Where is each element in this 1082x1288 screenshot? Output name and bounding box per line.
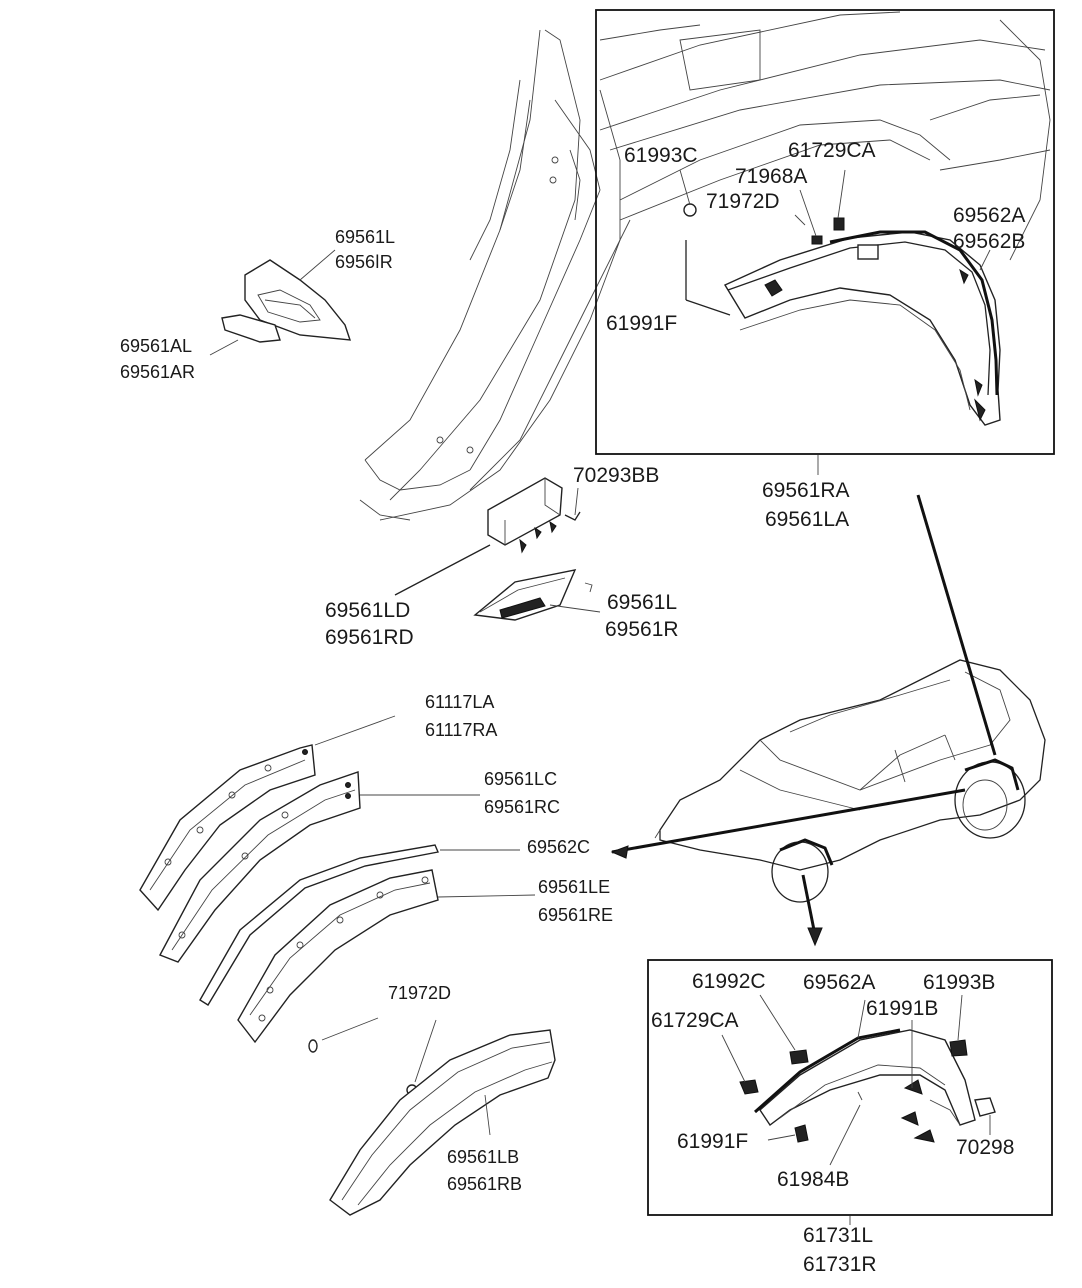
- label-61992c: 61992C: [692, 970, 766, 993]
- callout-labels: 69561L 6956ǀR 69561AL 69561AR 61993C 617…: [120, 139, 1025, 1276]
- label-69561rb: 69561RB: [447, 1174, 522, 1194]
- part-69561lc: [159, 771, 480, 963]
- part-69561al: [209, 314, 281, 356]
- part-69561le: [237, 869, 536, 1044]
- label-69561al: 69561AL: [120, 336, 192, 356]
- label-69562b: 69562B: [953, 230, 1025, 253]
- label-69561l-top: 69561L: [335, 227, 395, 247]
- label-71972d-inset: 71972D: [706, 190, 780, 213]
- label-69561lc: 69561LC: [484, 769, 557, 789]
- label-61729ca-front: 61729CA: [651, 1009, 739, 1032]
- label-61991b: 61991B: [866, 997, 938, 1020]
- label-70298: 70298: [956, 1136, 1014, 1159]
- label-69561la: 69561LA: [765, 508, 849, 531]
- label-69562a-inset: 69562A: [953, 204, 1025, 227]
- label-69561l-mid: 69561L: [607, 591, 677, 614]
- label-61993b: 61993B: [923, 971, 995, 994]
- part-69561ld-block: [394, 477, 581, 596]
- part-61117la: [139, 715, 396, 912]
- inset-box-front-arch: [647, 959, 1053, 1225]
- car-illustration: [654, 659, 1046, 903]
- label-69561rc: 69561RC: [484, 797, 560, 817]
- label-69561rd: 69561RD: [325, 626, 414, 649]
- label-69561r-mid: 69561R: [605, 618, 679, 641]
- label-69562a-front: 69562A: [803, 971, 875, 994]
- label-69561lb: 69561LB: [447, 1147, 519, 1167]
- label-61991f-front: 61991F: [677, 1130, 748, 1153]
- label-61984b: 61984B: [777, 1168, 849, 1191]
- label-69561re: 69561RE: [538, 905, 613, 925]
- inset-leaders: [679, 169, 991, 475]
- part-69562c: [199, 844, 520, 1006]
- body-side-panel: [359, 24, 701, 521]
- pointer-arrows: [610, 494, 997, 947]
- label-61729ca-inset: 61729CA: [788, 139, 876, 162]
- label-69562c: 69562C: [527, 837, 590, 857]
- label-69561ld: 69561LD: [325, 599, 410, 622]
- part-71972d-clips: [308, 1017, 437, 1096]
- part-69561l-mid: [473, 569, 601, 621]
- label-71972d: 71972D: [388, 983, 451, 1003]
- label-69561ar: 69561AR: [120, 362, 195, 382]
- label-69561r-top: 6956ǀR: [335, 252, 393, 272]
- inset-box-rear-arch: [595, 9, 1055, 455]
- label-70293bb: 70293BB: [573, 464, 659, 487]
- label-61993c: 61993C: [624, 144, 698, 167]
- label-61117ra: 61117RA: [425, 720, 497, 740]
- label-61991f-inset: 61991F: [606, 312, 677, 335]
- label-69561ra: 69561RA: [762, 479, 850, 502]
- label-69561le: 69561LE: [538, 877, 610, 897]
- part-69561lb: [329, 1029, 556, 1216]
- label-61117la: 61117LA: [425, 692, 494, 712]
- label-61731l: 61731L: [803, 1224, 873, 1247]
- label-61731r: 61731R: [803, 1253, 877, 1276]
- label-71968a: 71968A: [735, 165, 807, 188]
- part-69561l-upper: [244, 249, 352, 341]
